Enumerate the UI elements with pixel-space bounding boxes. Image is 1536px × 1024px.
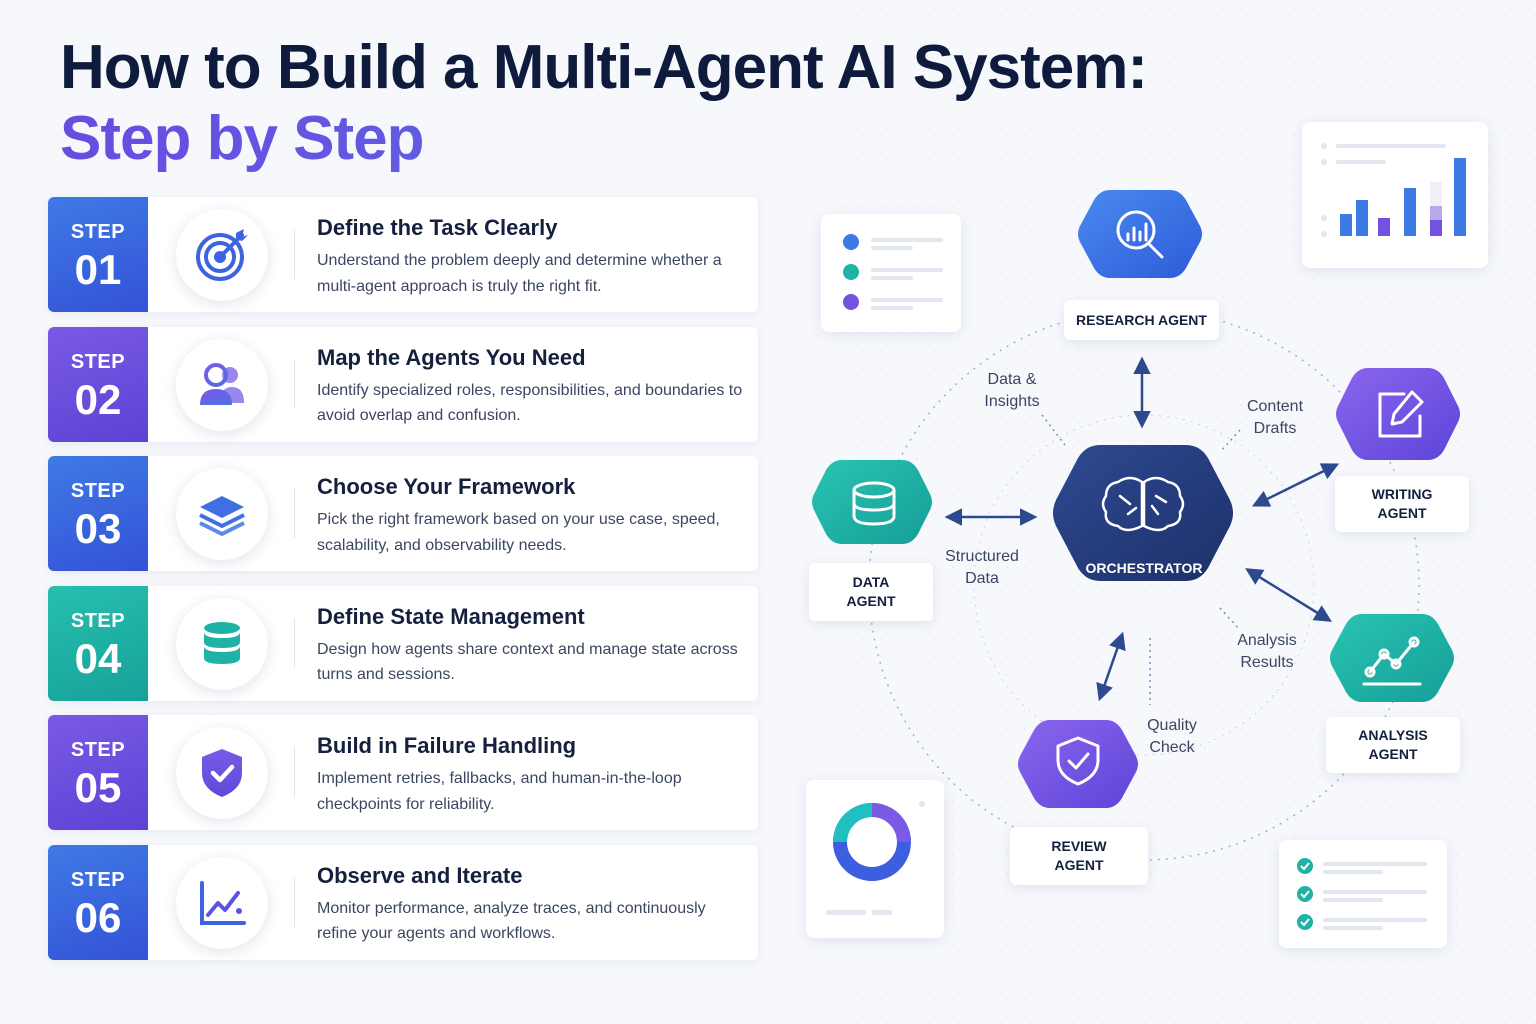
review-agent-label: REVIEW AGENT <box>1010 827 1148 885</box>
checklist-card-decoration <box>1279 840 1447 948</box>
database-icon <box>852 481 896 526</box>
step-description: Monitor performance, analyze traces, and… <box>317 899 706 943</box>
orbit-circle <box>868 309 1420 861</box>
flow-quality-check: Quality Check <box>1147 717 1197 756</box>
writing-hexagon <box>1336 368 1460 460</box>
step-badge: STEP 01 <box>48 197 148 312</box>
check-icon <box>1297 858 1313 874</box>
step-title: Choose Your Framework <box>317 474 576 500</box>
step-description: Understand the problem deeply and determ… <box>317 252 722 295</box>
step-description: Design how agents share context and mana… <box>317 640 738 684</box>
flow-analysis-results: Analysis Results <box>1237 632 1297 671</box>
step-number: 01 <box>74 246 122 293</box>
diagram-connections <box>812 190 1460 861</box>
title-line-2: Step by Step <box>60 104 1147 174</box>
divider <box>294 358 295 409</box>
brain-icon <box>1101 476 1185 532</box>
page-title: How to Build a Multi-Agent AI System: St… <box>60 32 1148 174</box>
target-icon <box>176 209 268 301</box>
users-icon <box>176 338 268 431</box>
divider <box>294 747 295 798</box>
donut-card-decoration <box>806 780 944 938</box>
step-title: Define the Task Clearly <box>317 215 558 240</box>
step-number: 06 <box>74 893 122 941</box>
analysis-hexagon <box>1330 614 1454 702</box>
step-title: Observe and Iterate <box>317 862 523 888</box>
analysis-agent-label: ANALYSIS AGENT <box>1326 717 1460 773</box>
arrow-review <box>1096 631 1126 702</box>
step-card-4: STEP 04 Define State Management Design h… <box>48 585 758 701</box>
step-label: STEP <box>70 868 126 891</box>
step-badge: STEP 03 <box>48 456 148 572</box>
shield-check-icon <box>176 727 268 820</box>
step-card-5: STEP 05 Build in Failure Handling Implem… <box>48 715 758 831</box>
shield-check-icon <box>1056 736 1100 786</box>
bar-chart-card-decoration <box>1302 122 1488 268</box>
step-number: 04 <box>74 634 122 682</box>
trend-icon <box>1362 636 1422 686</box>
flow-data-insights: Data & Insights <box>984 371 1040 410</box>
divider <box>294 876 295 927</box>
step-title: Build in Failure Handling <box>317 733 577 759</box>
writing-agent-label: WRITING AGENT <box>1335 476 1469 532</box>
flow-structured-data: Structured Data <box>945 548 1019 587</box>
divider <box>294 488 295 539</box>
orchestrator-label: ORCHESTRATOR <box>1085 560 1203 576</box>
step-number: 03 <box>74 505 122 553</box>
step-number: 02 <box>74 375 122 423</box>
step-description: Implement retries, fallbacks, and human-… <box>317 770 682 813</box>
data-agent-label: DATA AGENT <box>809 563 933 621</box>
arrow-analysis <box>1245 568 1332 622</box>
step-card-3: STEP 03 Choose Your Framework Pick the r… <box>48 456 758 572</box>
agent-diagram: ORCHESTRATOR RESEARCH AGENT WRITING AGEN… <box>780 122 1536 1024</box>
check-icon <box>1297 886 1313 902</box>
title-line-1: How to Build a Multi-Agent AI System: <box>60 33 1148 102</box>
edit-icon <box>1378 390 1424 438</box>
check-icon <box>1297 914 1313 930</box>
step-label: STEP <box>70 739 126 762</box>
step-badge: STEP 06 <box>48 844 148 960</box>
step-label: STEP <box>70 609 126 632</box>
step-title: Define State Management <box>317 603 585 629</box>
research-agent-label: RESEARCH AGENT <box>1064 300 1219 340</box>
divider <box>294 229 295 279</box>
step-badge: STEP 04 <box>48 585 148 701</box>
flow-content-drafts: Content Drafts <box>1246 398 1304 437</box>
step-label: STEP <box>70 480 126 503</box>
step-number: 05 <box>74 764 122 812</box>
step-badge: STEP 05 <box>48 715 148 831</box>
step-description: Identify specialized roles, responsibili… <box>317 381 743 425</box>
step-label: STEP <box>70 221 126 243</box>
data-hexagon <box>812 460 932 544</box>
step-label: STEP <box>70 350 126 373</box>
step-card-6: STEP 06 Observe and Iterate Monitor perf… <box>48 844 758 960</box>
database-icon <box>176 597 268 690</box>
layers-icon <box>176 468 268 561</box>
arrow-writing <box>1251 463 1340 507</box>
step-badge: STEP 02 <box>48 326 148 442</box>
step-title: Map the Agents You Need <box>317 344 586 370</box>
search-chart-icon <box>1116 210 1164 259</box>
step-card-1: STEP 01 Define the Task Clearly Understa… <box>48 197 758 312</box>
line-chart-icon <box>176 856 268 949</box>
step-description: Pick the right framework based on your u… <box>317 511 720 554</box>
steps-list: STEP 01 Define the Task Clearly Understa… <box>48 197 758 975</box>
list-card-decoration <box>821 214 961 332</box>
divider <box>294 617 295 668</box>
step-card-2: STEP 02 Map the Agents You Need Identify… <box>48 326 758 442</box>
